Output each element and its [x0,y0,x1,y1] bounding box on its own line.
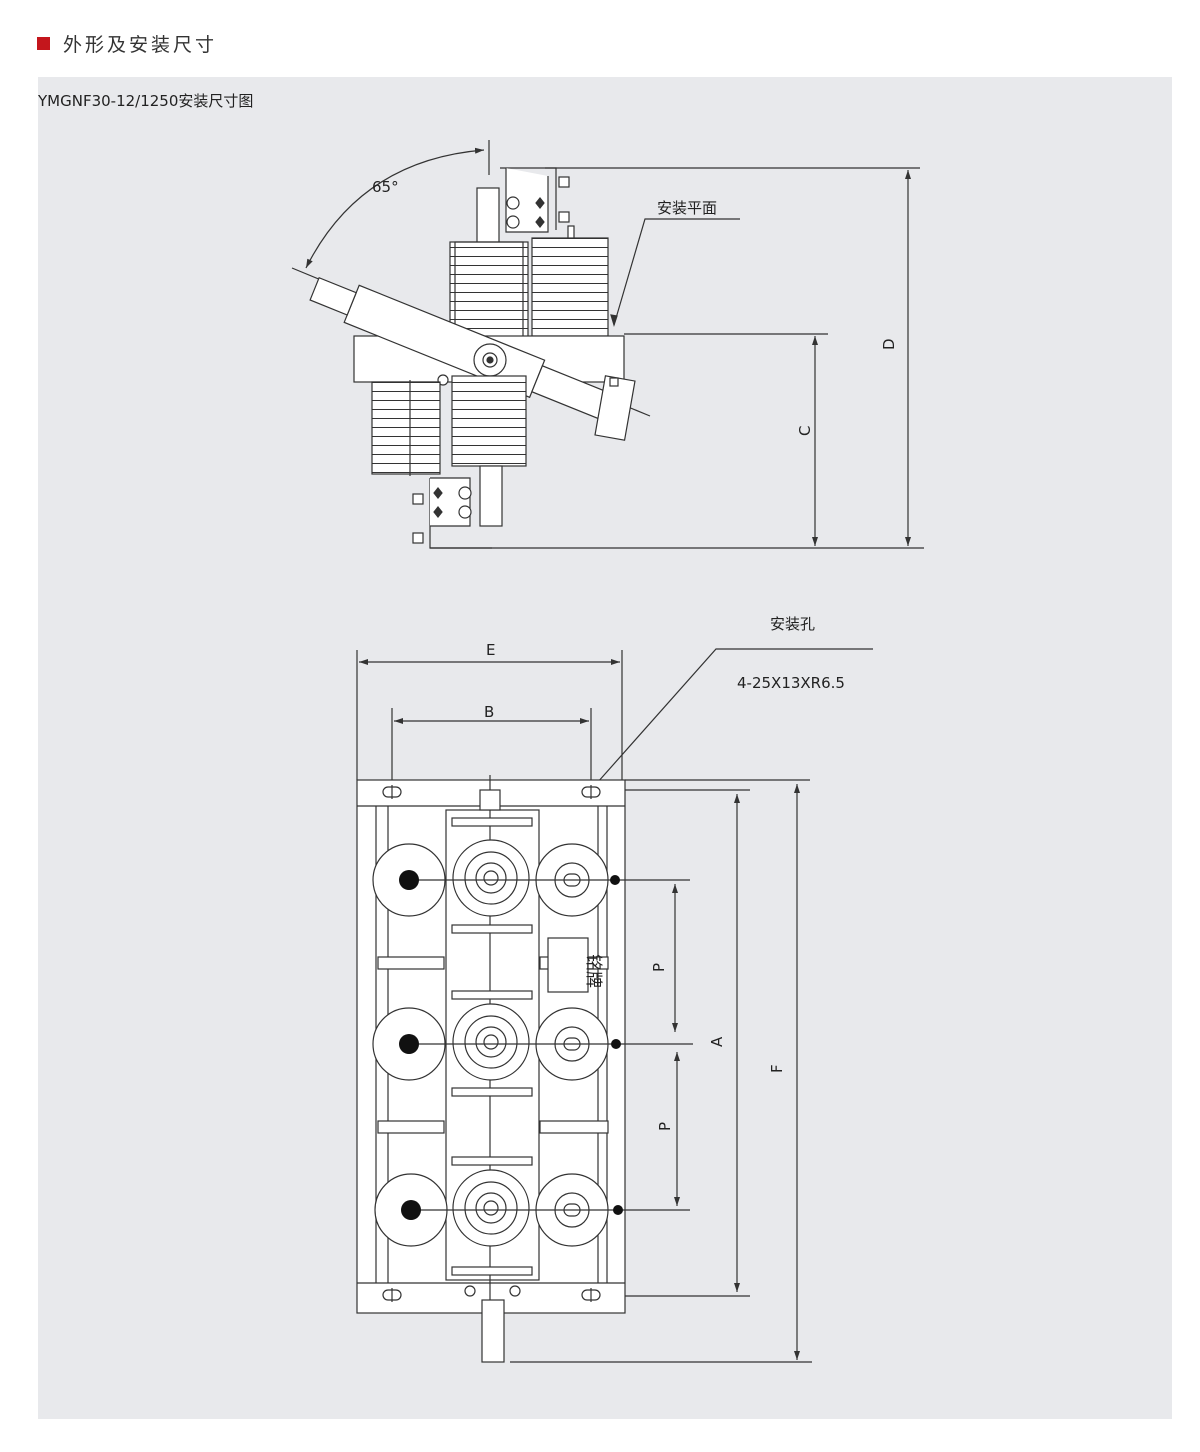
section-header: 外形及安装尺寸 [37,30,217,56]
dim-c-label: C [796,426,814,436]
dim-p-lower-label: P [656,1122,674,1131]
diagram-title: YMGNF30-12/1250安装尺寸图 [38,92,254,110]
top-view [356,648,873,1363]
mounting-plane-label: 安装平面 [657,199,717,217]
dim-p-upper-label: P [650,963,668,972]
dim-f-label: F [768,1064,786,1073]
dim-a-label: A [708,1036,726,1047]
section-square-icon [37,36,50,50]
terminal-dots [399,870,623,1220]
section-title: 外形及安装尺寸 [63,33,218,56]
mounting-hole-label: 安装孔 [770,615,815,633]
angle-label: 65° [372,178,399,196]
nameplate-label: 铭牌 [583,954,603,988]
dim-e-label: E [486,641,495,659]
mounting-hole-spec: 4-25X13XR6.5 [737,674,845,692]
side-view [291,140,924,549]
dim-d-label: D [880,338,898,350]
dim-b-label: B [484,703,494,721]
